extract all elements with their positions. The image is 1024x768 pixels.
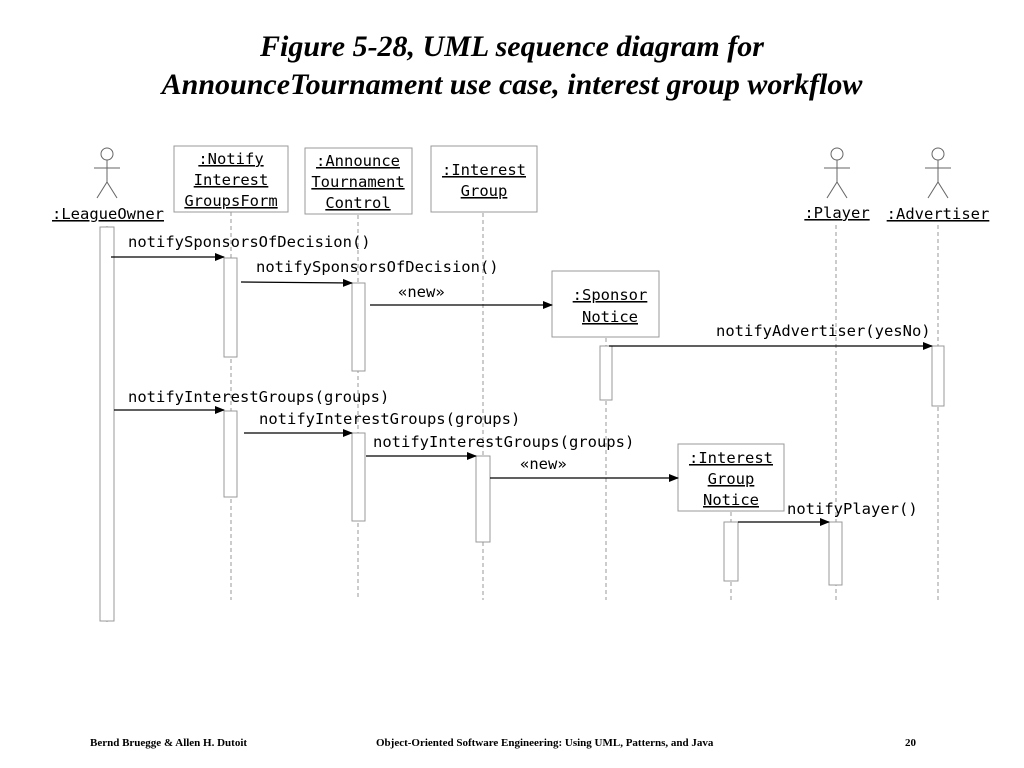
- message-label-m1: notifySponsorsOfDecision(): [128, 233, 371, 251]
- actor-league-owner-figure: [94, 147, 120, 199]
- activation-player: [828, 521, 843, 586]
- participant-announce-control-box: [304, 147, 413, 215]
- participant-notify-form-box: [173, 145, 289, 213]
- message-label-m4: notifyAdvertiser(yesNo): [716, 322, 931, 340]
- arrow-m2: [240, 278, 353, 287]
- participant-announce-control-line-2: Tournament: [311, 173, 404, 191]
- message-label-m3: «new»: [398, 283, 445, 301]
- participant-notify-form-line-2: Interest: [194, 171, 269, 189]
- participant-interest-group-notice-line-1: :Interest: [689, 449, 773, 467]
- activation-sponsor-notice: [599, 345, 613, 401]
- figure-title-line-1: Figure 5-28, UML sequence diagram for: [260, 30, 764, 63]
- message-label-m9: notifyPlayer(): [787, 500, 918, 518]
- activation-notify-form-1: [223, 257, 238, 358]
- participant-league-owner-label: :LeagueOwner: [52, 205, 164, 223]
- message-label-m5: notifyInterestGroups(groups): [128, 388, 389, 406]
- participant-interest-group-line-2: Group: [461, 182, 508, 200]
- figure-title-line-2: AnnounceTournament use case, interest gr…: [161, 68, 863, 101]
- activation-league-owner: [99, 226, 115, 622]
- participant-sponsor-notice-box: [551, 270, 660, 338]
- activation-interest-group-notice: [723, 521, 739, 582]
- actor-player-figure: [824, 147, 850, 199]
- message-label-m8: «new»: [520, 455, 567, 473]
- footer-book-title: Object-Oriented Software Engineering: Us…: [376, 737, 714, 749]
- activation-announce-control-1: [351, 282, 366, 372]
- participant-interest-group-notice-box: [677, 443, 785, 512]
- participant-announce-control-line-3: Control: [325, 194, 390, 212]
- participant-sponsor-notice-line-2: Notice: [582, 308, 638, 326]
- activation-announce-control-2: [351, 432, 366, 522]
- activation-notify-form-2: [223, 410, 238, 498]
- actor-advertiser-figure: [925, 147, 951, 199]
- participant-notify-form-line-3: GroupsForm: [184, 192, 277, 210]
- activation-interest-group: [475, 455, 491, 543]
- participant-notify-form-line-1: :Notify: [198, 150, 263, 168]
- message-label-m6: notifyInterestGroups(groups): [259, 410, 520, 428]
- participant-announce-control-line-1: :Announce: [316, 152, 400, 170]
- participant-player-label: :Player: [804, 204, 869, 222]
- activations: [99, 226, 945, 622]
- message-label-m2: notifySponsorsOfDecision(): [256, 258, 499, 276]
- figure-title: Figure 5-28, UML sequence diagram for An…: [0, 28, 1024, 104]
- participant-advertiser-label: :Advertiser: [887, 205, 990, 223]
- participant-interest-group-notice-line-2: Group: [708, 470, 755, 488]
- participant-interest-group-box: [430, 145, 538, 213]
- message-arrows: [111, 253, 933, 526]
- participant-sponsor-notice-line-1: :Sponsor: [573, 286, 648, 304]
- participant-interest-group-notice-line-3: Notice: [703, 491, 759, 509]
- footer-page-number: 20: [905, 737, 916, 749]
- activation-advertiser: [931, 345, 945, 407]
- message-label-m7: notifyInterestGroups(groups): [373, 433, 634, 451]
- footer-authors: Bernd Bruegge & Allen H. Dutoit: [90, 737, 248, 749]
- participant-interest-group-line-1: :Interest: [442, 161, 526, 179]
